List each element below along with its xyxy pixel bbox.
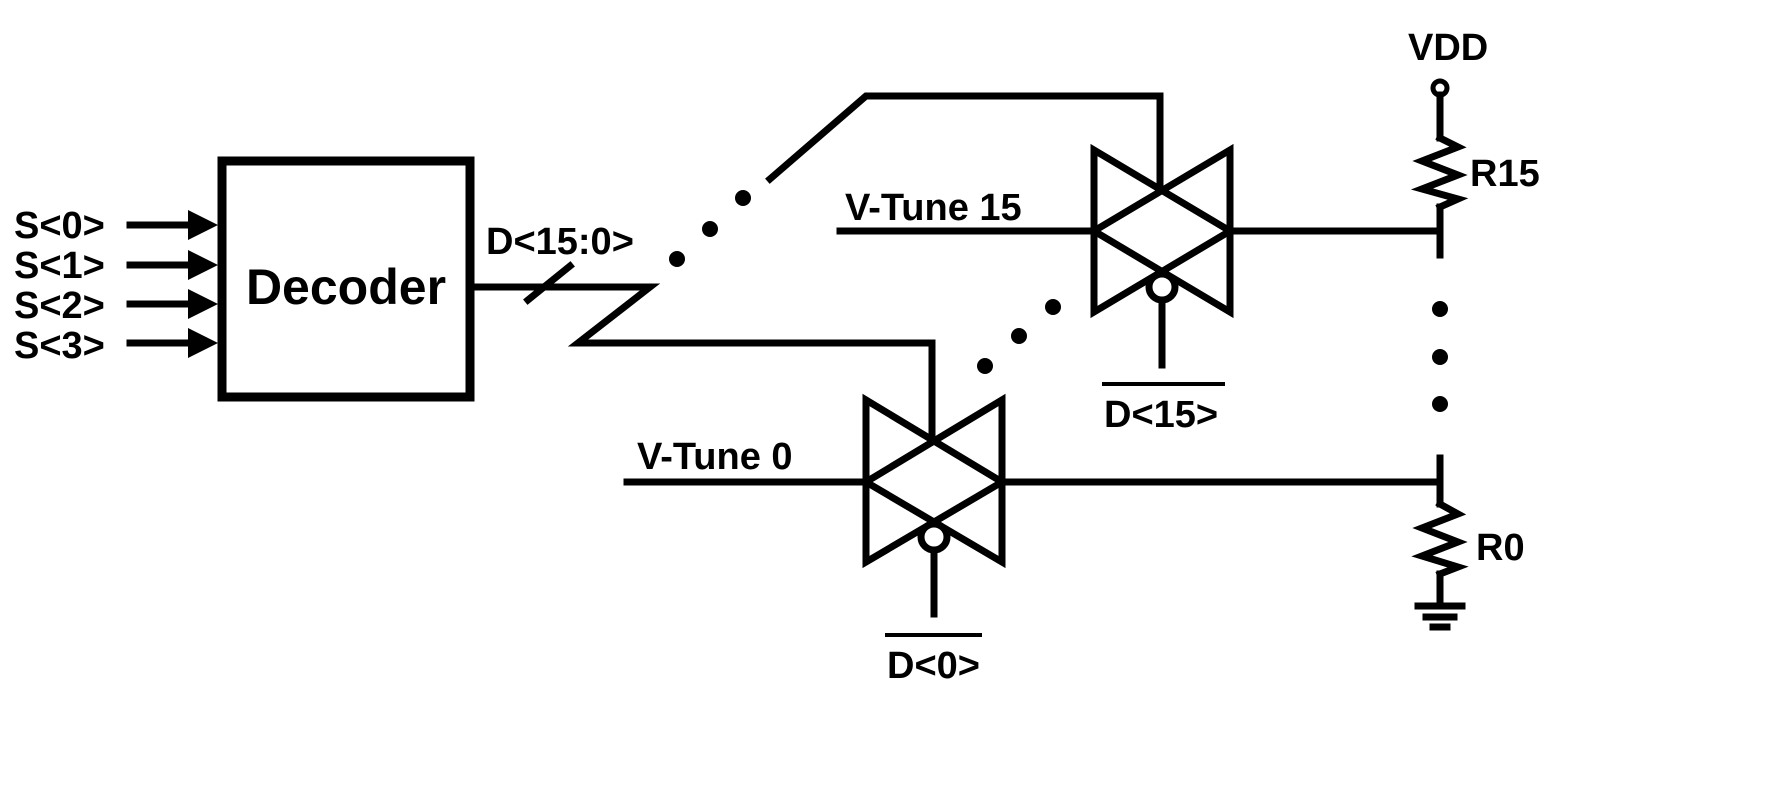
transmission-gate-15: V-Tune 15 D<15>	[836, 143, 1441, 436]
ellipsis-dot	[1432, 396, 1448, 412]
input-arrow-s3	[126, 328, 218, 358]
transmission-gate-0: V-Tune 0 D<0>	[623, 393, 1441, 687]
d0-control-label: D<0>	[887, 645, 980, 687]
v-tune-15-label: V-Tune 15	[845, 187, 1022, 229]
input-label-s2: S<2>	[14, 285, 105, 327]
r15-label: R15	[1470, 153, 1540, 195]
input-label-s0: S<0>	[14, 205, 105, 247]
input-arrow-s1	[126, 250, 218, 280]
ellipsis-dot	[1045, 299, 1061, 315]
resistor-ladder: VDD R15 R0	[1408, 27, 1540, 631]
inverter-bubble	[917, 520, 951, 554]
ellipsis-dot	[735, 190, 751, 206]
decoder-label: Decoder	[246, 259, 446, 315]
input-labels: S<0> S<1> S<2> S<3>	[14, 205, 105, 367]
input-label-s3: S<3>	[14, 325, 105, 367]
decoder-block	[217, 156, 475, 402]
input-arrow-s0	[126, 210, 218, 240]
bus-wire	[470, 261, 936, 442]
ellipsis-dot	[669, 251, 685, 267]
ellipsis-dot	[977, 358, 993, 374]
switch-ellipsis	[977, 299, 1061, 374]
input-arrow-s2	[126, 289, 218, 319]
ellipsis-dot	[1432, 301, 1448, 317]
bus-slash	[523, 261, 575, 305]
vdd-label: VDD	[1408, 27, 1488, 69]
ellipsis-dot	[1011, 328, 1027, 344]
r0-label: R0	[1476, 527, 1525, 569]
resistor-r15	[1410, 133, 1469, 212]
resistor-r0	[1411, 499, 1469, 579]
input-arrows	[126, 210, 218, 358]
bus-label: D<15:0>	[486, 221, 634, 263]
input-label-s1: S<1>	[14, 245, 105, 287]
v-tune-0-label: V-Tune 0	[637, 436, 793, 478]
ellipsis-dot	[1432, 349, 1448, 365]
inverter-bubble	[1145, 270, 1179, 304]
ellipsis-dot	[702, 221, 718, 237]
ground-icon	[1414, 602, 1466, 631]
route-to-switch-15	[669, 92, 1164, 267]
d15-control-label: D<15>	[1104, 394, 1218, 436]
